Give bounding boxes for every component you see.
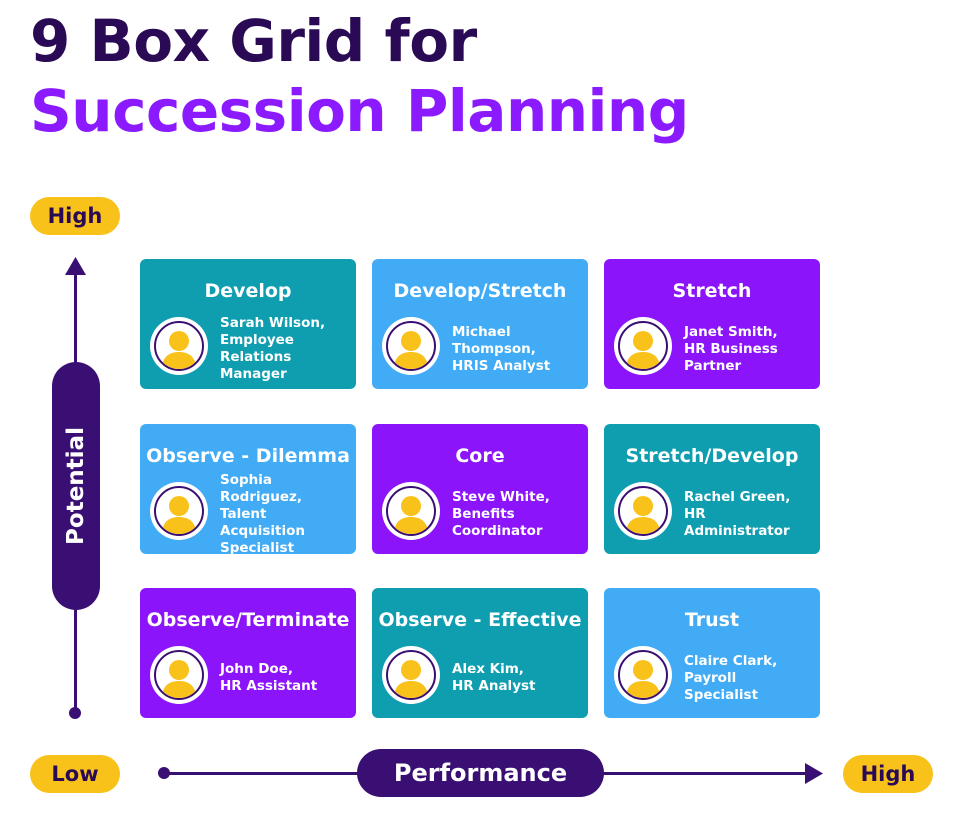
x-axis-arrowhead [805,763,823,784]
y-axis-high-label: High [30,197,120,235]
avatar [614,317,672,375]
avatar [382,482,440,540]
box-person: Janet Smith, HR Business Partner [684,323,778,374]
title-line-2: Succession Planning [30,77,689,145]
person-icon [618,321,668,371]
box-title: Stretch [672,280,752,302]
box-person: Sarah Wilson, Employee Relations Manager [220,315,326,382]
person-icon [618,650,668,700]
title-line-1: 9 Box Grid for [30,7,477,75]
person-icon [154,650,204,700]
box-title: Develop [204,280,292,302]
person-icon [386,486,436,536]
avatar [150,482,208,540]
avatar [382,646,440,704]
page-title: 9 Box Grid for Succession Planning [30,6,689,146]
avatar [382,317,440,375]
box-title: Observe - Effective [378,609,582,631]
box-title: Trust [684,609,740,631]
box-title: Core [455,445,505,467]
avatar [150,317,208,375]
box-title: Observe/Terminate [146,609,350,631]
box-person: Alex Kim, HR Analyst [452,661,536,694]
person-icon [154,321,204,371]
person-icon [386,650,436,700]
box-person: Rachel Green, HR Administrator [684,488,791,539]
x-axis-low-label: Low [30,755,120,793]
person-icon [154,486,204,536]
y-axis-arrowhead [65,257,86,275]
avatar [150,646,208,704]
box-person: Steve White, Benefits Coordinator [452,488,550,539]
box-person: Claire Clark, Payroll Specialist [684,652,778,703]
x-axis-title-pill: Performance [357,749,604,797]
y-axis-origin-dot [69,707,81,719]
avatar [614,482,672,540]
person-icon [618,486,668,536]
x-axis-high-label: High [843,755,933,793]
box-person: Sophia Rodriguez, Talent Acquisition Spe… [220,471,305,556]
box-title: Stretch/Develop [625,445,799,467]
box-title: Observe - Dilemma [146,445,350,467]
box-person: John Doe, HR Assistant [220,661,318,694]
box-person: Michael Thompson, HRIS Analyst [452,323,551,374]
box-title: Develop/Stretch [393,280,567,302]
y-axis-title-pill: Potential [52,362,100,610]
person-icon [386,321,436,371]
y-axis-title: Potential [63,427,90,545]
avatar [614,646,672,704]
